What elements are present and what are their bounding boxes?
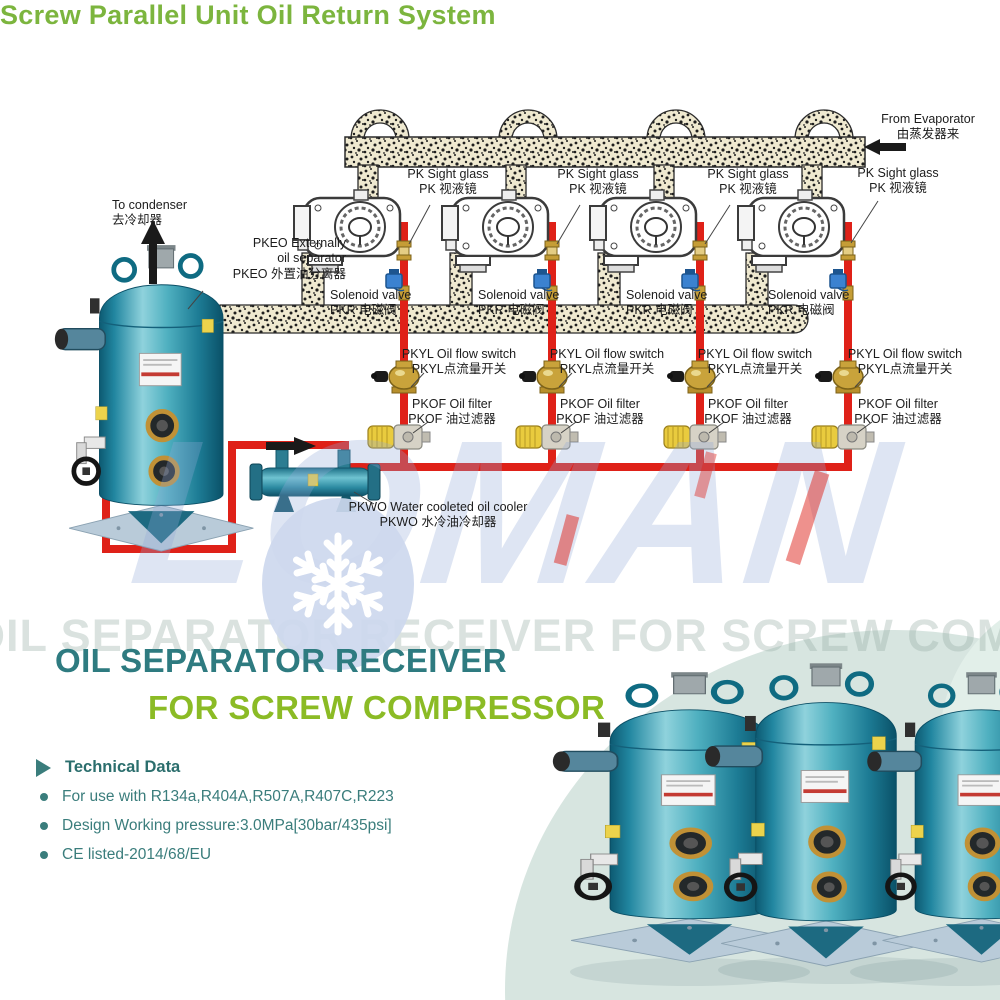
echo-watermark: OIL SEPARATOR RECEIVER FOR SCREW COMPRES…: [0, 610, 1000, 661]
technical-data-header: Technical Data: [65, 758, 181, 776]
snowflake-badge: [262, 498, 414, 670]
page-title: Screw Parallel Unit Oil Return System: [0, 0, 496, 30]
arrow-up-to-condenser-icon: [141, 220, 165, 284]
snowflake-icon: [292, 532, 384, 636]
heading-line1: OIL SEPARATOR RECEIVER: [55, 642, 507, 679]
oil-return-diagram: [0, 109, 906, 600]
arrow-right-oil-return-icon: [266, 437, 316, 455]
section-heading: OIL SEPARATOR RECEIVER FOR SCREW COMPRES…: [0, 638, 605, 732]
technical-item: For use with R134a,R404A,R507A,R407C,R22…: [62, 788, 394, 805]
technical-item: CE listed-2014/68/EU: [62, 846, 212, 863]
triangle-bullet-icon: [36, 758, 51, 777]
bullet-icon: [40, 793, 48, 801]
technical-data: Technical Data For use with R134a,R404A,…: [36, 758, 394, 875]
label-oil-separator: PKEO Externally oil separator PKEO 外置油分离…: [232, 236, 346, 281]
heading-line2: FOR SCREW COMPRESSOR: [148, 688, 606, 726]
arrow-left-from-evaporator-icon: [864, 139, 906, 155]
bullet-icon: [40, 851, 48, 859]
pointer-lines: [187, 200, 879, 505]
suction-pipe: [344, 109, 866, 204]
technical-item: Design Working pressure:3.0MPa[30bar/435…: [62, 817, 392, 834]
product-photos: [0, 600, 1000, 986]
bullet-icon: [40, 822, 48, 830]
